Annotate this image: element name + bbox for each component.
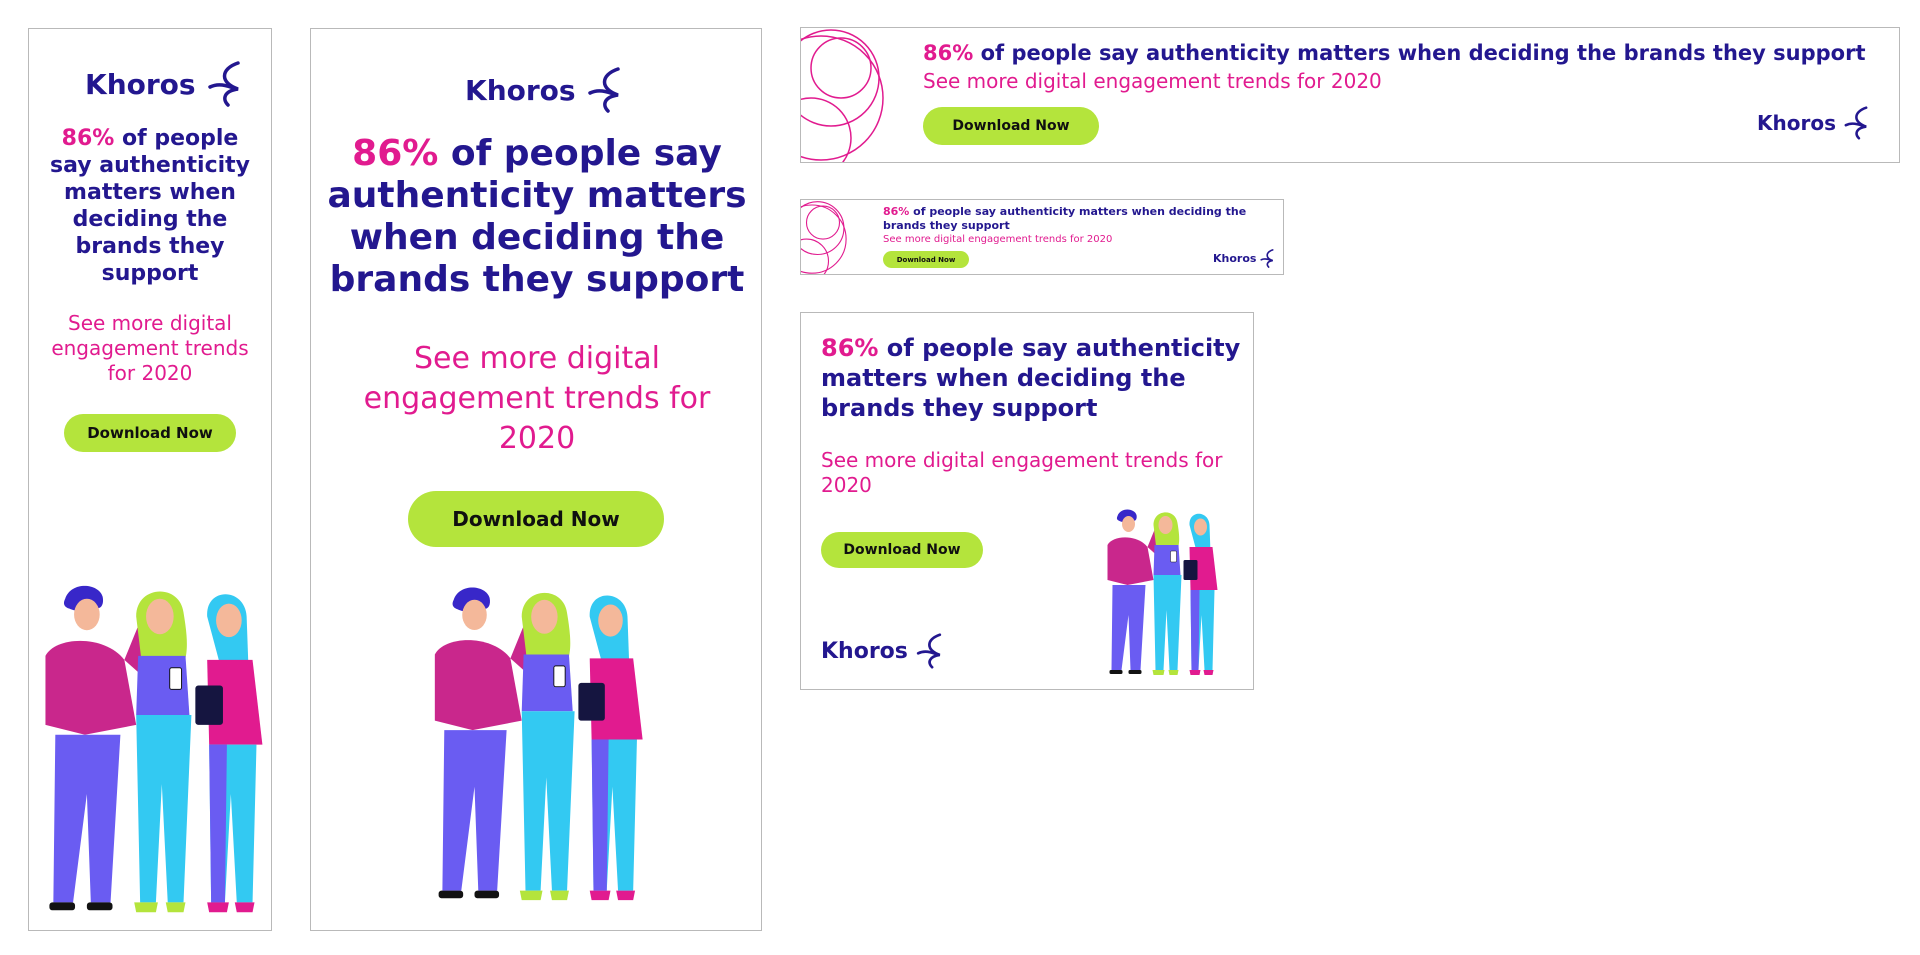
ad-leaderboard-large[interactable]: 86% of people say authenticity matters w… xyxy=(800,27,1900,163)
headline: 86% of people say authenticity matters w… xyxy=(883,205,1253,233)
headline-percent: 86% xyxy=(352,133,439,174)
rings-decoration xyxy=(801,201,847,274)
person-middle xyxy=(1152,512,1182,675)
download-now-button[interactable]: Download Now xyxy=(923,107,1099,145)
people-illustration xyxy=(45,585,263,913)
headline-text: of people say authenticity matters when … xyxy=(49,126,251,286)
headline-percent: 86% xyxy=(883,205,910,218)
headline: 86% of people say authenticity matters w… xyxy=(821,333,1241,423)
person-middle xyxy=(134,591,192,913)
khoros-logo-text: Khoros xyxy=(465,73,576,107)
khoros-logo-text: Khoros xyxy=(821,638,908,664)
headline-percent: 86% xyxy=(821,334,879,362)
subline: See more digital engagement trends for 2… xyxy=(51,311,249,385)
person-right xyxy=(195,594,263,913)
khoros-logo: Khoros xyxy=(85,59,246,109)
headline: 86% of people say authenticity matters w… xyxy=(923,40,1893,66)
download-now-button[interactable]: Download Now xyxy=(883,251,969,268)
person-right xyxy=(578,595,643,901)
headline-percent: 86% xyxy=(923,41,974,65)
khoros-logo-mark-icon xyxy=(916,633,942,669)
download-now-button[interactable]: Download Now xyxy=(408,491,664,547)
khoros-logo-mark-icon xyxy=(1844,106,1868,140)
person-right xyxy=(1183,513,1218,675)
khoros-logo-text: Khoros xyxy=(1757,111,1836,135)
ad-skyscraper-narrow[interactable]: Khoros 86% of people say authenticity ma… xyxy=(28,28,272,931)
subline: See more digital engagement trends for 2… xyxy=(923,69,1382,93)
subline: See more digital engagement trends for 2… xyxy=(363,341,711,456)
khoros-logo-mark-icon xyxy=(207,61,240,107)
subline: See more digital engagement trends for 2… xyxy=(821,448,1223,497)
people-illustration xyxy=(1107,509,1218,675)
khoros-logo: Khoros xyxy=(1757,104,1872,142)
rings-decoration xyxy=(801,29,884,162)
khoros-logo-mark-icon xyxy=(587,67,620,113)
ad-medium-rectangle[interactable]: 86% of people say authenticity matters w… xyxy=(800,312,1254,690)
headline-text: of people say authenticity matters when … xyxy=(973,41,1866,65)
khoros-logo: Khoros xyxy=(821,631,946,671)
download-now-button[interactable]: Download Now xyxy=(64,414,236,452)
people-illustration xyxy=(434,587,643,901)
headline-text: of people say authenticity matters when … xyxy=(327,133,747,300)
headline-percent: 86% xyxy=(61,126,115,151)
ad-skyscraper-wide[interactable]: Khoros 86% of people say authenticity ma… xyxy=(310,28,762,931)
headline-text: of people say authenticity matters when … xyxy=(883,205,1247,232)
headline-text: of people say authenticity matters when … xyxy=(821,334,1241,422)
headline: 86% of people say authenticity matters w… xyxy=(327,133,747,301)
ad-leaderboard-small[interactable]: 86% of people say authenticity matters w… xyxy=(800,199,1284,275)
subline: See more digital engagement trends for 2… xyxy=(883,234,1113,245)
download-now-button[interactable]: Download Now xyxy=(821,532,983,568)
headline: 86% of people say authenticity matters w… xyxy=(39,125,261,287)
khoros-logo-mark-icon xyxy=(1260,249,1274,268)
person-middle xyxy=(519,592,575,901)
khoros-logo: Khoros xyxy=(1213,248,1276,269)
khoros-logo-text: Khoros xyxy=(1213,252,1257,265)
person-left xyxy=(434,587,539,899)
khoros-logo-text: Khoros xyxy=(85,67,196,101)
khoros-logo: Khoros xyxy=(465,65,626,115)
